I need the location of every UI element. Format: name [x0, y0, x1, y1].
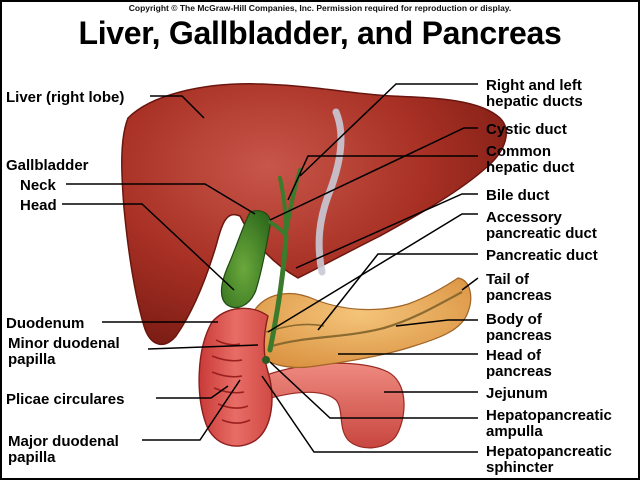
plicae-circulares-folds — [211, 339, 251, 424]
hepatopancreatic-ampulla-mark — [262, 356, 270, 364]
label-common-hepatic-duct-1: Common — [486, 143, 551, 160]
label-tail-of-pancreas-2: pancreas — [486, 287, 552, 304]
pancreatic-duct-line — [271, 291, 463, 348]
label-duodenum: Duodenum — [6, 315, 85, 332]
gallbladder — [220, 210, 271, 309]
label-accessory-pancreatic-duct-2: pancreatic duct — [486, 225, 597, 242]
label-head-of-pancreas-2: pancreas — [486, 363, 552, 380]
label-plicae-circulares: Plicae circulares — [6, 391, 125, 408]
label-body-of-pancreas-1: Body of — [486, 311, 542, 328]
diagram-title: Liver, Gallbladder, and Pancreas — [78, 15, 562, 51]
label-tail-of-pancreas-1: Tail of — [486, 271, 530, 288]
label-neck: Neck — [20, 177, 56, 194]
label-hepatopancreatic-ampulla-2: ampulla — [486, 423, 543, 440]
label-cystic-duct: Cystic duct — [486, 121, 567, 138]
label-hepatopancreatic-ampulla-1: Hepatopancreatic — [486, 407, 612, 424]
label-accessory-pancreatic-duct-1: Accessory — [486, 209, 562, 226]
label-head: Head — [20, 197, 57, 214]
label-gallbladder: Gallbladder — [6, 157, 89, 174]
label-minor-duodenal-papilla-1: Minor duodenal — [8, 335, 120, 352]
label-common-hepatic-duct-2: hepatic duct — [486, 159, 575, 176]
label-pancreatic-duct: Pancreatic duct — [486, 247, 598, 264]
falciform-ligament — [315, 108, 345, 276]
label-major-duodenal-papilla-2: papilla — [8, 449, 56, 466]
label-hepatopancreatic-sphincter-1: Hepatopancreatic — [486, 443, 612, 460]
label-head-of-pancreas-1: Head of — [486, 347, 542, 364]
pancreas — [247, 277, 472, 369]
jejunum — [263, 362, 405, 449]
label-bile-duct: Bile duct — [486, 187, 550, 204]
label-jejunum: Jejunum — [486, 385, 548, 402]
label-liver-right-lobe: Liver (right lobe) — [6, 89, 125, 106]
label-major-duodenal-papilla-1: Major duodenal — [8, 433, 119, 450]
label-body-of-pancreas-2: pancreas — [486, 327, 552, 344]
copyright-notice: Copyright © The McGraw-Hill Companies, I… — [128, 3, 512, 13]
label-right-left-hepatic-ducts-1: Right and left — [486, 77, 582, 94]
label-right-left-hepatic-ducts-2: hepatic ducts — [486, 93, 583, 110]
liver — [121, 83, 507, 346]
label-minor-duodenal-papilla-2: papilla — [8, 351, 56, 368]
leader-lines — [62, 83, 479, 453]
label-hepatopancreatic-sphincter-2: sphincter — [486, 459, 554, 476]
